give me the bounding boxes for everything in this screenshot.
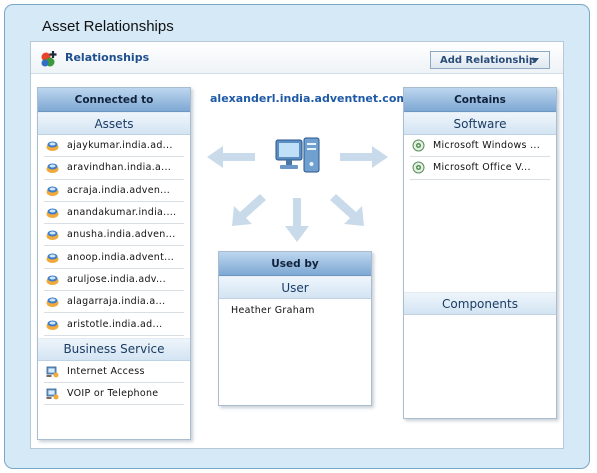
user-list-item[interactable]: Heather Graham <box>225 299 365 321</box>
relationships-title: Relationships <box>65 51 150 64</box>
assets-section-header: Assets <box>38 112 190 135</box>
workstation-icon <box>46 163 59 174</box>
software-section-header: Software <box>404 112 556 135</box>
contains-header: Contains <box>404 88 556 112</box>
relationships-icon <box>41 51 57 67</box>
used-by-header: Used by <box>219 252 371 276</box>
software-list-item-label: Microsoft Office V... <box>433 162 531 174</box>
users-list: Heather Graham <box>219 299 371 321</box>
business-service-item[interactable]: VOIP or Telephone <box>44 383 184 406</box>
workstation-icon <box>46 230 59 241</box>
relationships-header: Relationships Add Relationship <box>31 42 563 74</box>
user-section-header: User <box>219 276 371 299</box>
add-relationship-button[interactable]: Add Relationship <box>430 51 550 69</box>
workstation-icon <box>46 297 59 308</box>
add-relationship-label: Add Relationship <box>440 54 537 66</box>
business-service-icon <box>46 366 59 378</box>
workstation-icon <box>46 186 59 196</box>
workstation-icon <box>46 141 59 152</box>
asset-list-item[interactable]: anandakumar.india.... <box>44 202 184 225</box>
business-service-icon <box>46 388 59 400</box>
asset-list-item-label: anandakumar.india.... <box>67 207 177 219</box>
software-list-item[interactable]: Microsoft Office V... <box>410 157 550 180</box>
user-list-item-label: Heather Graham <box>231 304 315 316</box>
asset-list-item-label: aravindhan.india.a... <box>67 162 172 174</box>
asset-list-item-label: ajaykumar.india.ad... <box>67 140 173 152</box>
arrow-down-left-icon <box>232 194 266 226</box>
asset-list-item[interactable]: anusha.india.adven... <box>44 224 184 247</box>
page-title: Asset Relationships <box>42 18 174 35</box>
business-service-item-label: Internet Access <box>67 365 145 377</box>
workstation-icon <box>46 320 59 330</box>
workstation-icon <box>46 253 59 263</box>
asset-list-item-label: acraja.india.adven... <box>67 184 171 196</box>
business-service-item[interactable]: Internet Access <box>44 361 184 383</box>
arrow-left-icon <box>207 146 255 168</box>
asset-list-item[interactable]: aruljose.india.adv... <box>44 269 184 292</box>
arrow-right-icon <box>340 146 388 168</box>
asset-list-item-label: aristotle.india.ad... <box>67 318 163 330</box>
asset-list-item-label: alagarraja.india.a... <box>67 296 166 308</box>
software-icon <box>412 139 425 152</box>
assets-list: ajaykumar.india.ad... aravindhan.india.a.… <box>38 135 190 336</box>
arrow-down-right-icon <box>330 194 364 226</box>
asset-hostname[interactable]: alexanderl.india.adventnet.com <box>210 92 408 105</box>
computer-icon <box>275 137 320 173</box>
asset-list-item[interactable]: anoop.india.advent... <box>44 246 184 269</box>
asset-list-item[interactable]: ajaykumar.india.ad... <box>44 135 184 158</box>
software-list: Microsoft Windows ... Microsoft Office V.… <box>404 135 556 180</box>
asset-list-item-label: aruljose.india.adv... <box>67 273 166 285</box>
connected-to-panel: Connected to Assets ajaykumar.india.ad..… <box>37 87 191 440</box>
asset-list-item-label: anoop.india.advent... <box>67 251 175 263</box>
software-list-item[interactable]: Microsoft Windows ... <box>410 135 550 158</box>
used-by-panel: Used by User Heather Graham <box>218 251 372 406</box>
contains-panel: Contains Software Microsoft Windows ...M… <box>403 87 557 419</box>
business-service-item-label: VOIP or Telephone <box>67 388 159 400</box>
business-service-section-header: Business Service <box>38 337 190 361</box>
software-list-item-label: Microsoft Windows ... <box>433 140 541 152</box>
asset-list-item[interactable]: acraja.india.adven... <box>44 180 184 202</box>
workstation-icon <box>46 275 59 285</box>
arrow-down-icon <box>285 198 309 242</box>
connected-to-header: Connected to <box>38 88 190 112</box>
asset-list-item[interactable]: aristotle.india.ad... <box>44 313 184 336</box>
components-section-header: Components <box>404 292 556 315</box>
chevron-down-icon[interactable] <box>531 58 539 63</box>
asset-list-item[interactable]: aravindhan.india.a... <box>44 157 184 180</box>
software-icon <box>412 161 425 174</box>
asset-list-item[interactable]: alagarraja.india.a... <box>44 291 184 314</box>
workstation-icon <box>46 208 59 219</box>
asset-list-item-label: anusha.india.adven... <box>67 229 176 241</box>
